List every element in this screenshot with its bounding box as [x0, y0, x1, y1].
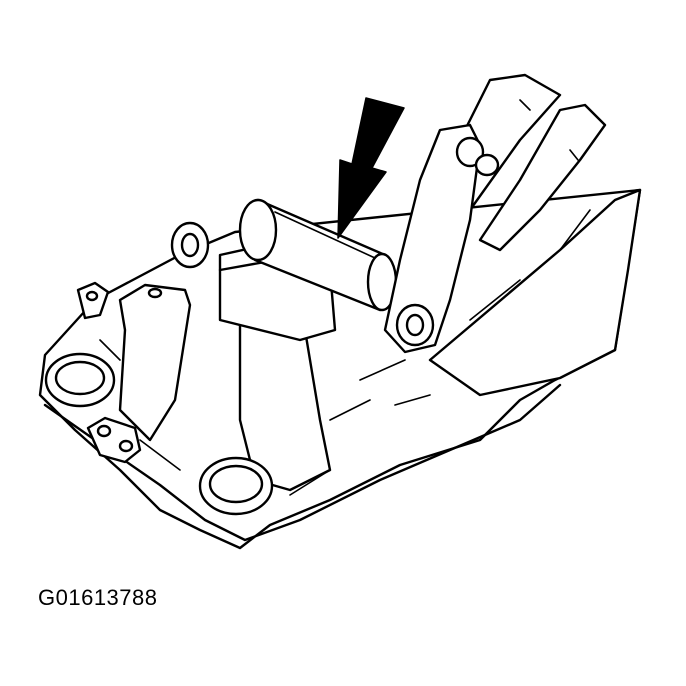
retaining-clip [474, 153, 500, 177]
figure-id-label: G01613788 [38, 585, 158, 610]
right-ramp [428, 188, 642, 397]
shaft-end-left [238, 198, 278, 262]
left-tower [118, 283, 192, 442]
left-mount-hole [180, 232, 200, 258]
left-tower-hole [147, 287, 163, 299]
retaining-pin-head [455, 136, 485, 168]
indicator-arrow-icon [337, 97, 405, 239]
right-ramp-edge [469, 209, 591, 321]
front-tab-hole-2 [118, 439, 134, 453]
left-mount-bushing-inner [54, 360, 106, 396]
left-mount-ring [170, 221, 210, 269]
front-mount-bushing-inner [208, 464, 264, 504]
lever-arm-slot [519, 99, 579, 161]
front-tab-hole-1 [96, 424, 112, 438]
left-tab-hole [85, 290, 99, 302]
link-plate-lower-hole [405, 313, 425, 337]
lever-arm-front [478, 103, 607, 252]
base-plate-lip [43, 383, 562, 542]
shaft-highlight [274, 211, 376, 259]
link-plate-lower-boss [395, 303, 435, 347]
base-ribs [99, 339, 431, 496]
link-plate [383, 123, 482, 354]
